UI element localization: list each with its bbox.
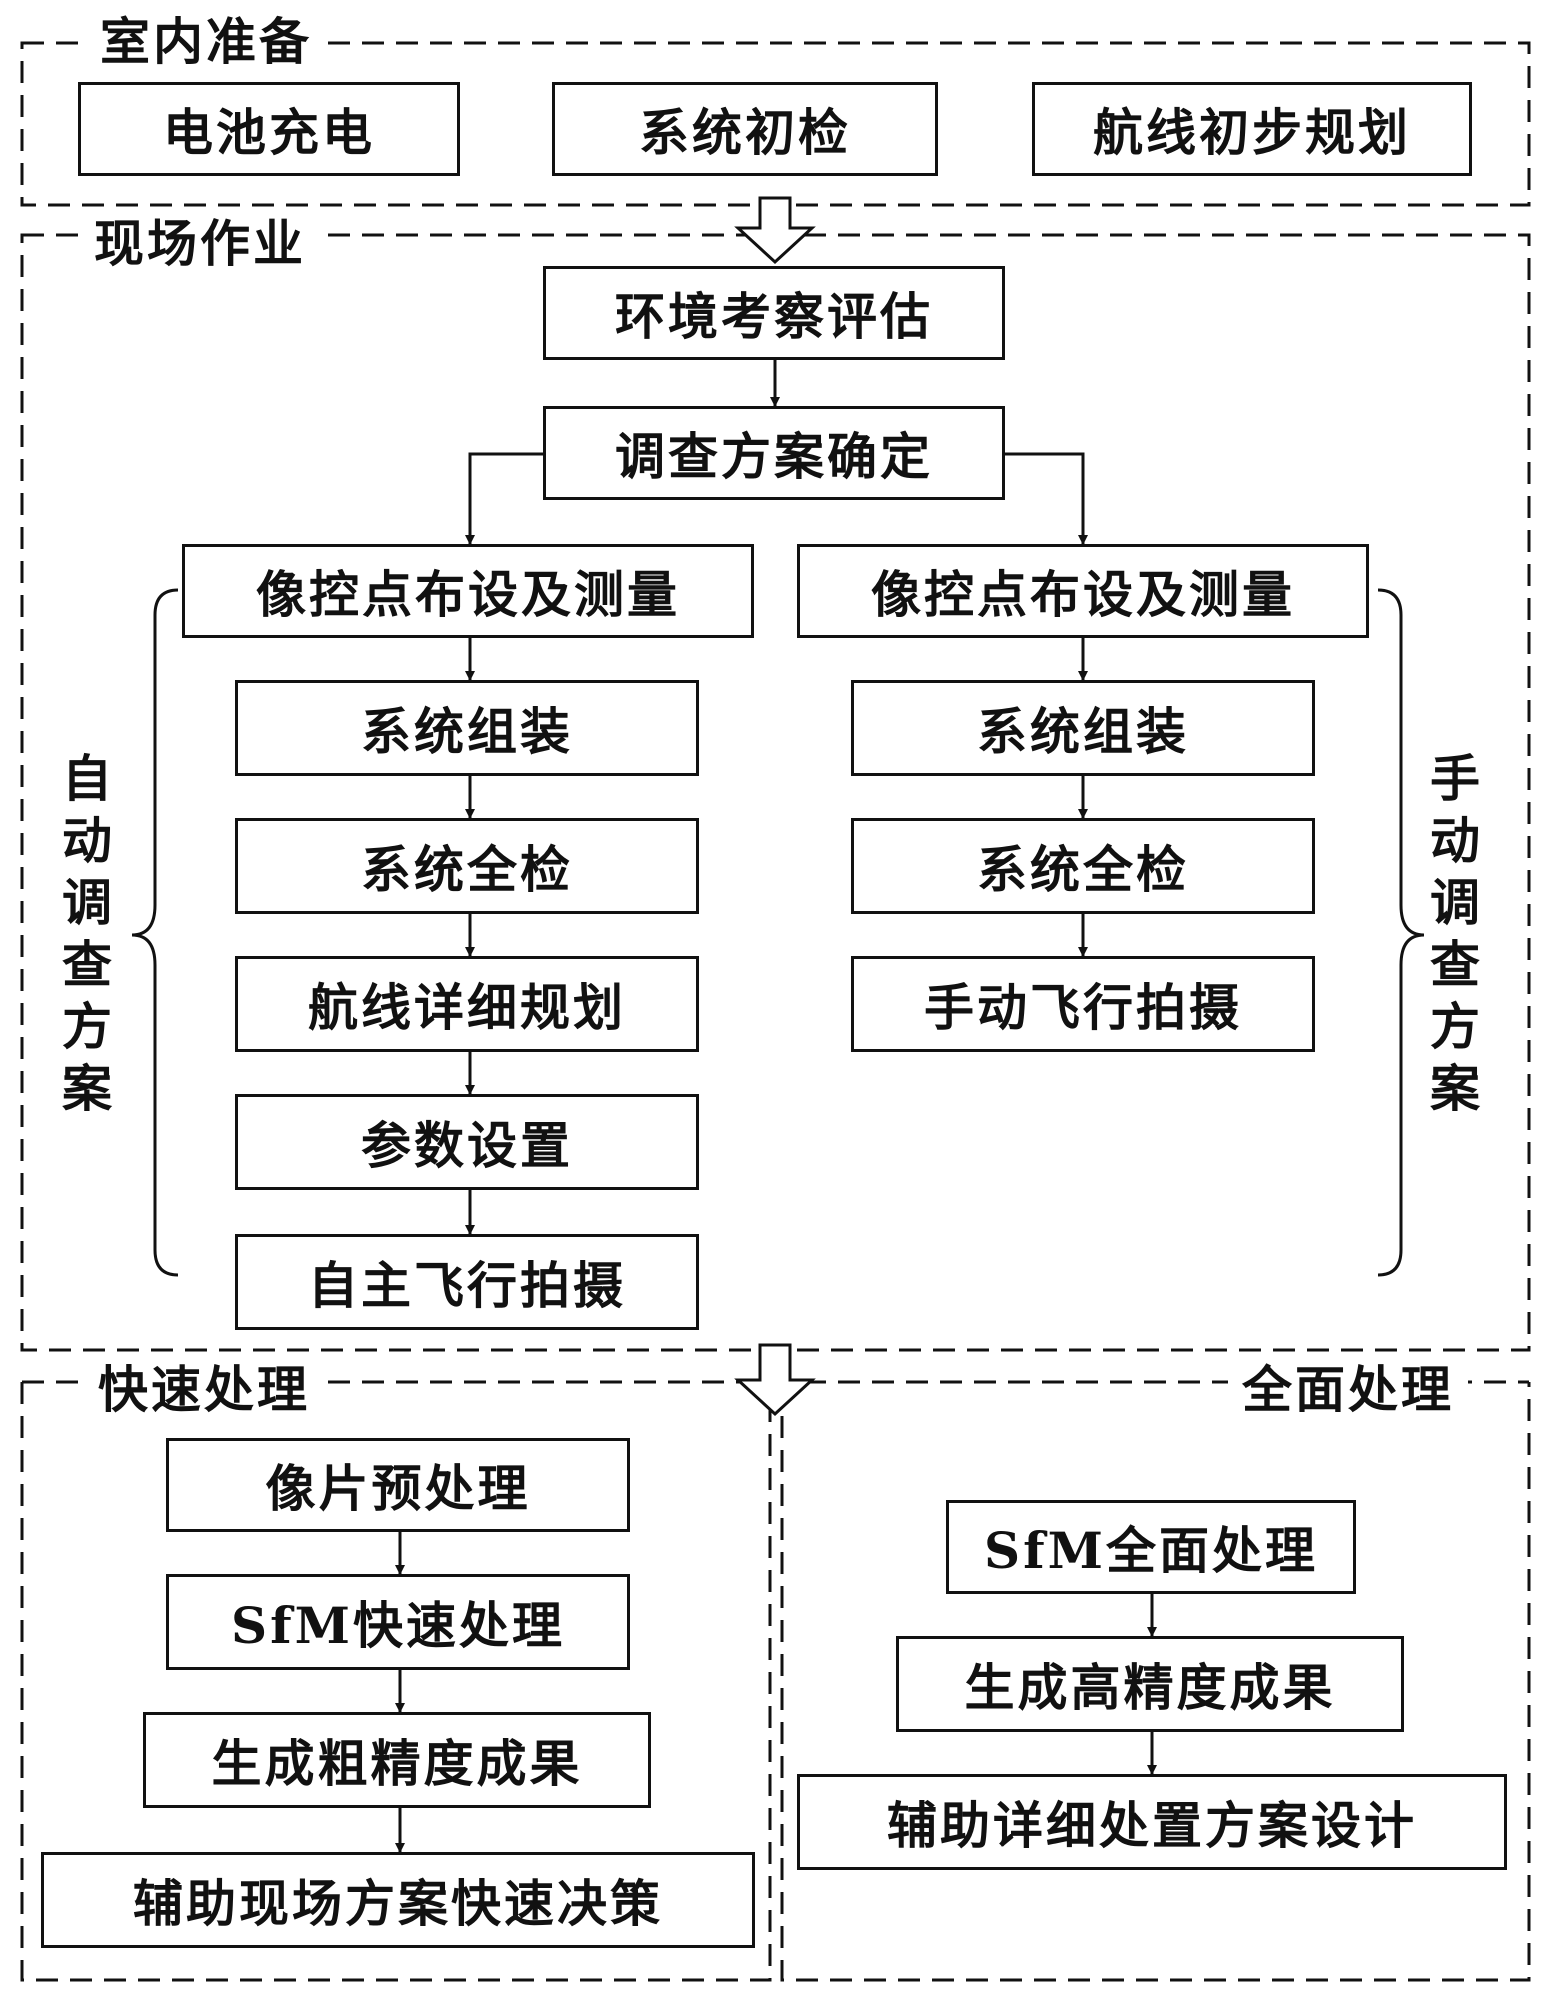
indoor-section-label: 室内准备 [86,12,326,72]
manual-flight-box: 手动飞行拍摄 [851,956,1315,1052]
stage-arrow-field-processing [734,1343,816,1417]
initial-check-box: 系统初检 [552,82,938,176]
image-preprocess-box: 像片预处理 [166,1438,630,1532]
stage-arrow-indoor-field [734,196,816,265]
coarse-result-box: 生成粗精度成果 [143,1712,651,1808]
full-section-border [780,1382,1531,1982]
auto-assemble-box: 系统组装 [235,680,699,776]
quick-section-border [20,1382,772,1982]
auto-survey-label: 自动调查方案 [62,749,112,1118]
full-section-label: 全面处理 [1228,1360,1468,1420]
auto-gcp-box: 像控点布设及测量 [182,544,754,638]
auto-route-detail-box: 航线详细规划 [235,956,699,1052]
quick-decision-box: 辅助现场方案快速决策 [41,1852,755,1948]
battery-charge-box: 电池充电 [78,82,460,176]
detail-design-box: 辅助详细处置方案设计 [797,1774,1507,1870]
high-result-box: 生成高精度成果 [896,1636,1404,1732]
manual-survey-label: 手动调查方案 [1430,749,1480,1118]
survey-plan-box: 调查方案确定 [543,406,1005,500]
sfm-quick-box: SfM快速处理 [166,1574,630,1670]
auto-flight-box: 自主飞行拍摄 [235,1234,699,1330]
auto-brace [131,588,179,1277]
auto-full-check-box: 系统全检 [235,818,699,914]
quick-section-label: 快速处理 [84,1360,324,1420]
manual-brace [1377,588,1425,1277]
environment-assessment-box: 环境考察评估 [543,266,1005,360]
manual-assemble-box: 系统组装 [851,680,1315,776]
manual-gcp-box: 像控点布设及测量 [797,544,1369,638]
sfm-full-box: SfM全面处理 [946,1500,1356,1594]
field-section-label: 现场作业 [80,214,320,274]
auto-params-box: 参数设置 [235,1094,699,1190]
route-initial-plan-box: 航线初步规划 [1032,82,1472,176]
manual-full-check-box: 系统全检 [851,818,1315,914]
